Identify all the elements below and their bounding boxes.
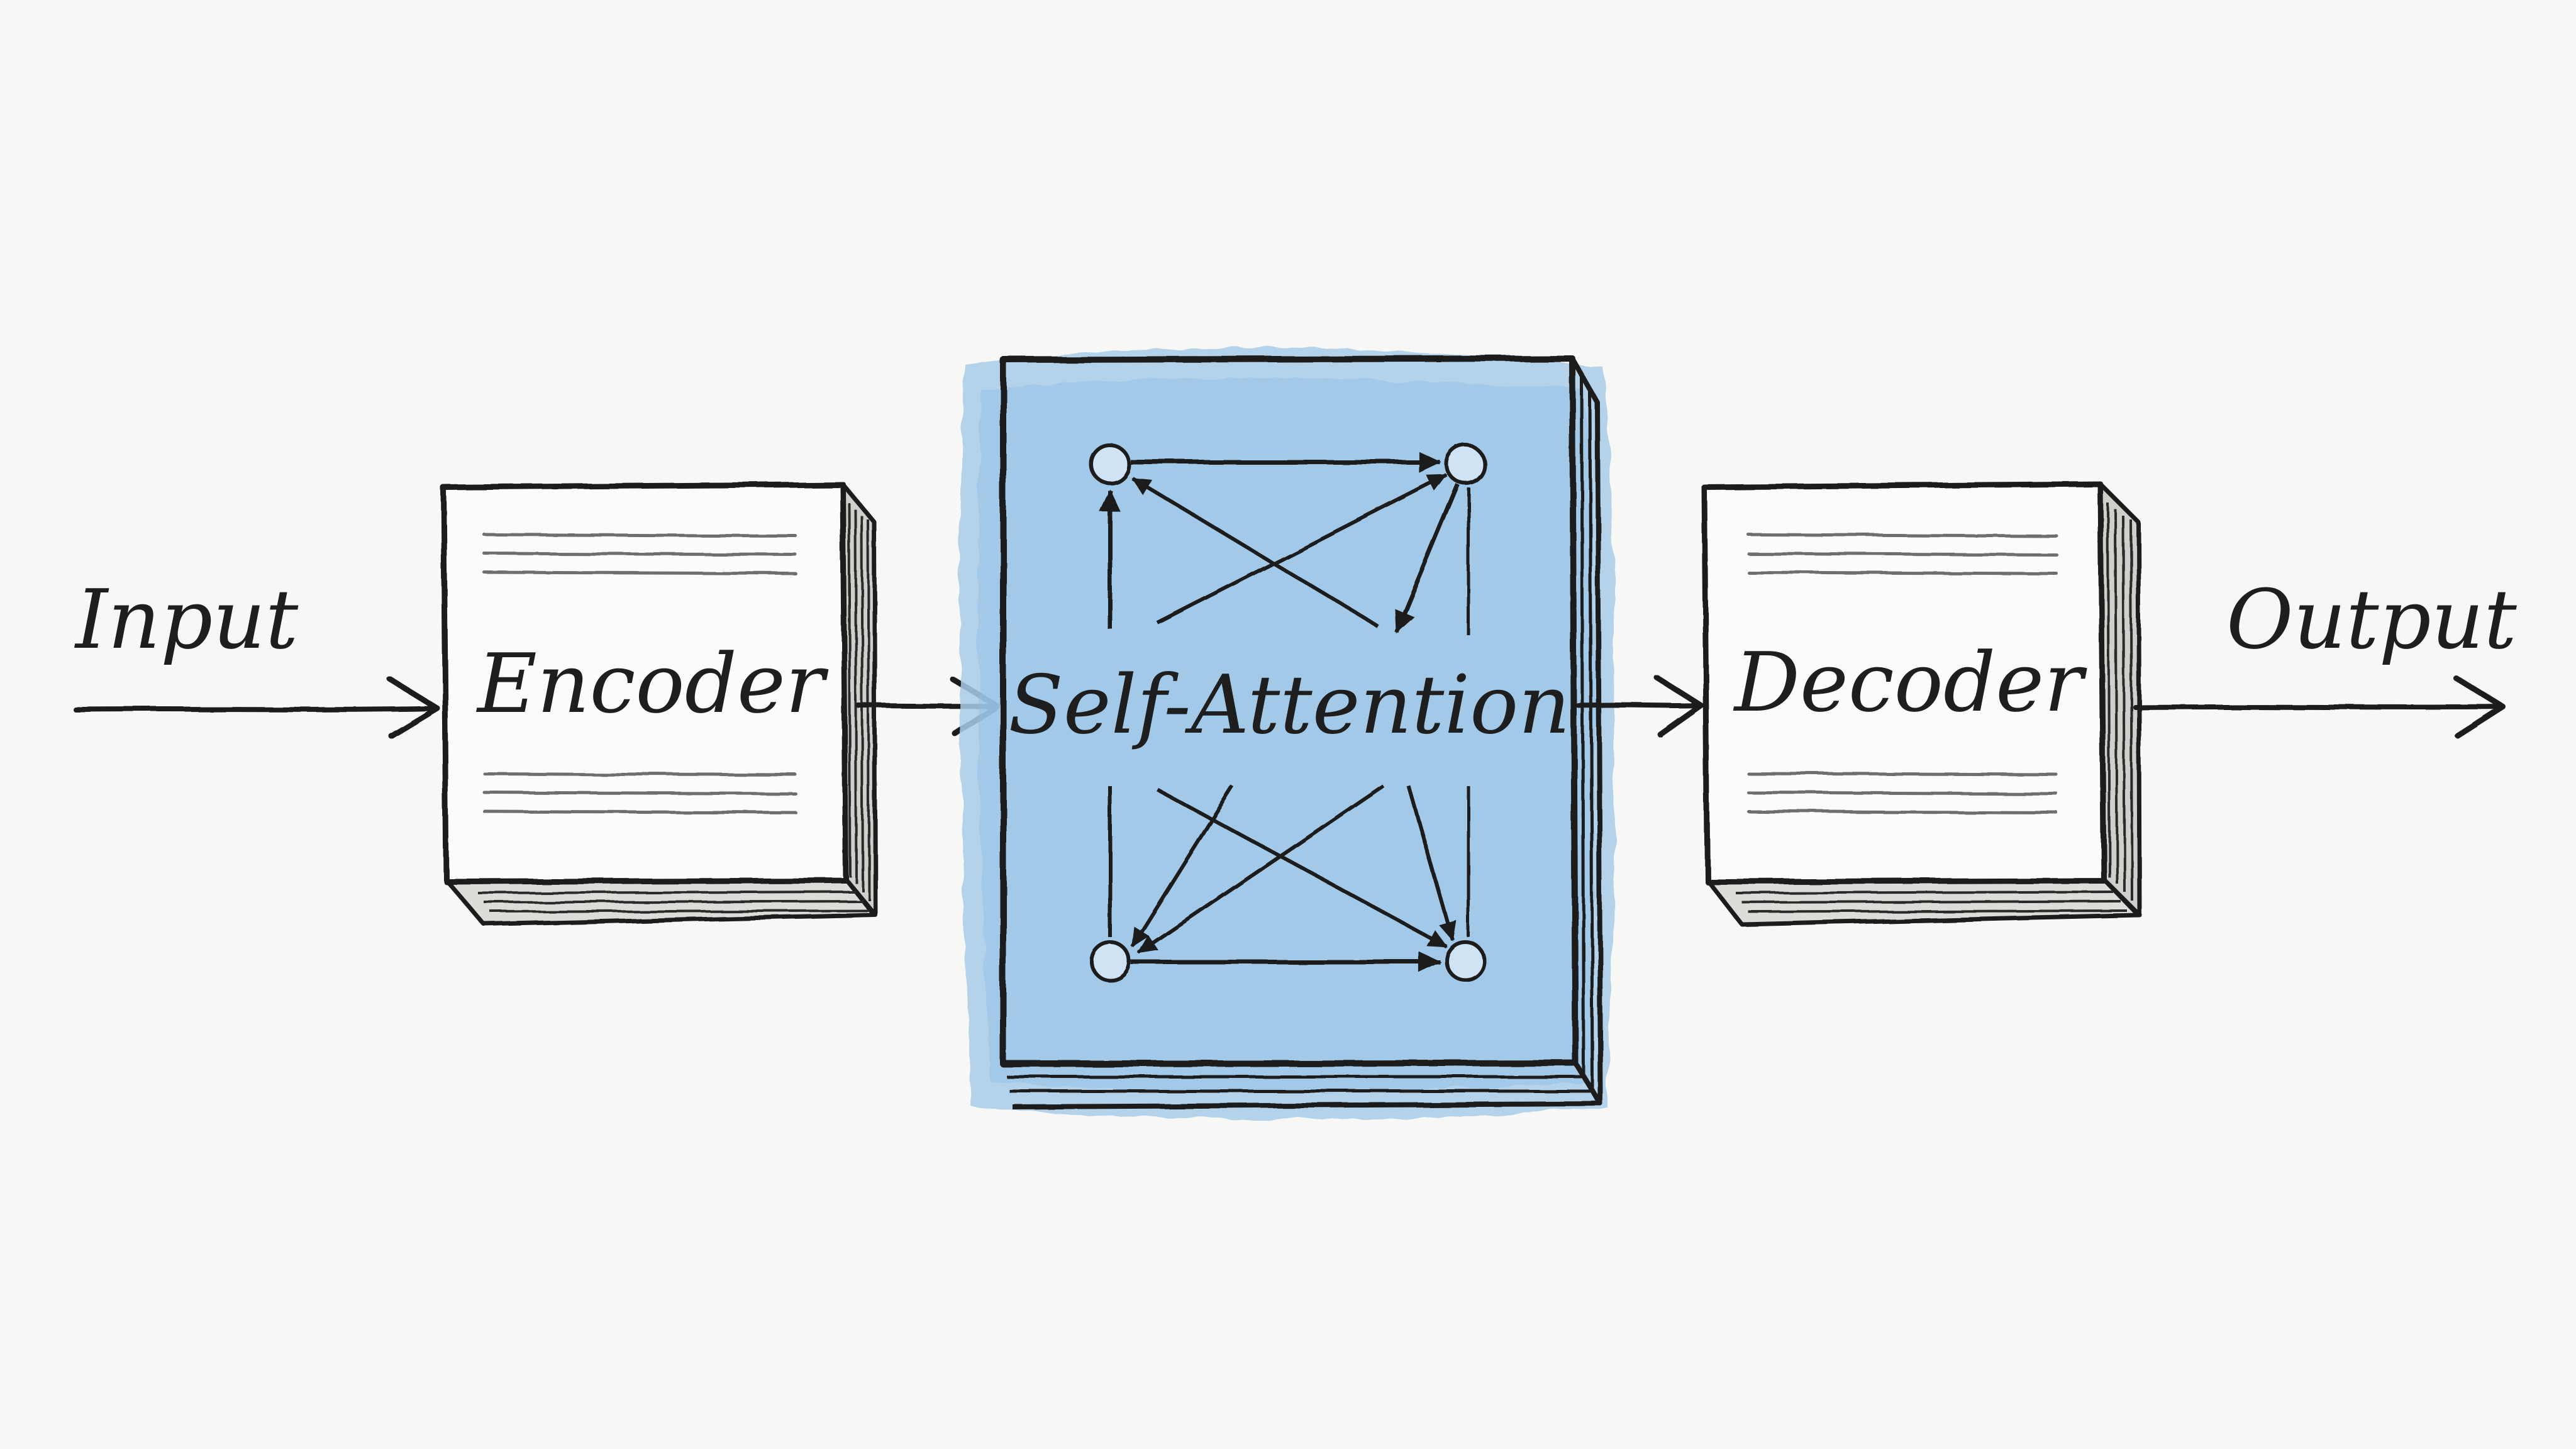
attention-node-bottom-left [1089, 940, 1131, 982]
decoder-label: Decoder [1733, 635, 2087, 730]
input-arrow [73, 676, 440, 739]
attention-node-bottom-right [1445, 940, 1486, 982]
attention-node-top-right [1445, 443, 1486, 485]
attention-node-top-left [1089, 443, 1131, 485]
output-arrow [2133, 675, 2506, 739]
encoder-label: Encoder [476, 636, 829, 731]
attention-graph [1089, 443, 1486, 982]
self-attention-label: Self-Attention [1008, 658, 1570, 752]
output-label: Output [2226, 572, 2517, 667]
encoder-block [440, 481, 878, 927]
input-label: Input [74, 572, 299, 667]
decoder-block [1701, 481, 2142, 927]
attention-to-decoder-arrow [1576, 675, 1704, 738]
